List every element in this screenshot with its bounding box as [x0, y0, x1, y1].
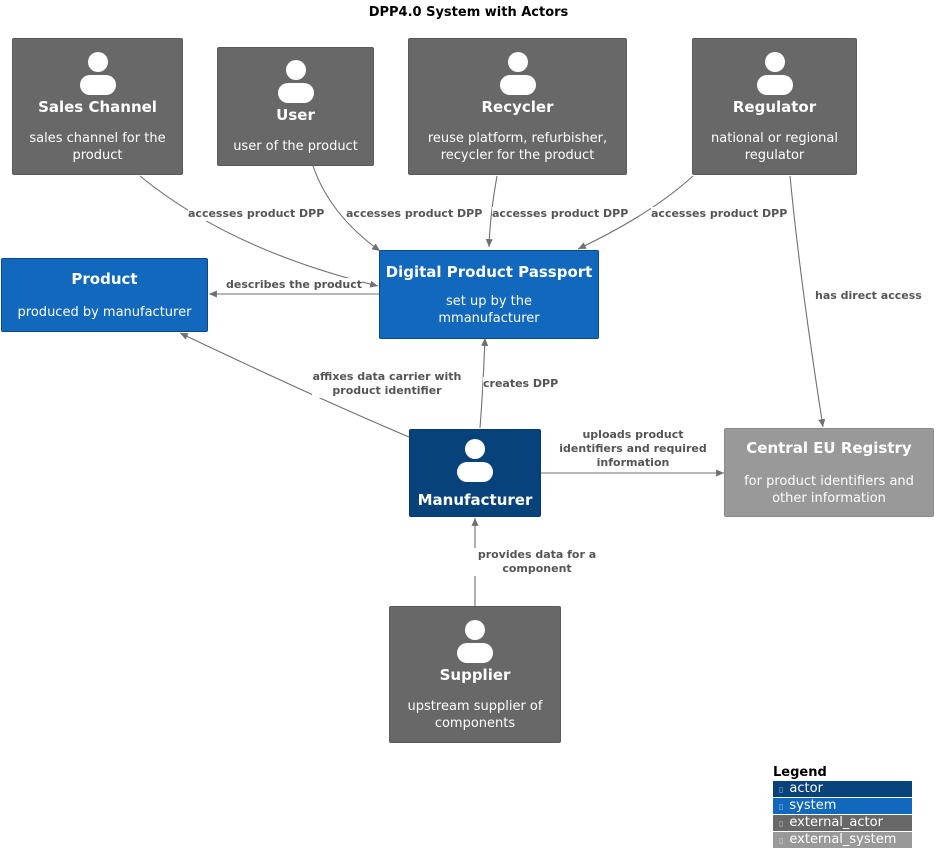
- legend-swatch-icon: ▯: [779, 802, 784, 811]
- legend-swatch-icon: ▯: [779, 785, 784, 794]
- node-regulator[interactable]: Regulator national or regional regulator: [692, 38, 857, 175]
- legend-item-actor: ▯ actor: [773, 781, 912, 797]
- node-description: produced by manufacturer: [17, 304, 192, 320]
- person-icon: [457, 439, 493, 482]
- node-description: for product identifiers and other inform…: [744, 473, 914, 506]
- node-description: upstream supplier of components: [407, 698, 543, 731]
- node-name: Digital Product Passport: [385, 262, 593, 281]
- node-description: user of the product: [233, 139, 358, 154]
- edge-recycler-dpp: [485, 175, 498, 248]
- legend-label: actor: [789, 781, 823, 796]
- node-user[interactable]: User user of the product: [217, 47, 374, 166]
- person-icon: [457, 619, 493, 663]
- edge-manufacturer-dpp: [479, 337, 489, 429]
- edge-sales-dpp: [139, 175, 379, 288]
- edge-label-manufacturer-dpp: creates DPP: [483, 377, 559, 391]
- node-recycler[interactable]: Recycler reuse platform, refurbisher, re…: [408, 38, 627, 175]
- edge-label-sales-dpp: accesses product DPP: [188, 207, 325, 221]
- person-icon: [277, 60, 314, 103]
- person-icon: [499, 51, 536, 95]
- node-name: Product: [71, 269, 138, 288]
- node-description: national or regional regulator: [711, 130, 838, 163]
- legend-item-external-actor: ▯ external_actor: [773, 815, 912, 831]
- node-product[interactable]: Product produced by manufacturer: [1, 258, 208, 332]
- edge-manufacturer-product: [179, 332, 410, 438]
- node-name: Sales Channel: [38, 97, 157, 116]
- node-description: sales channel for the product: [29, 130, 166, 163]
- person-icon: [79, 51, 116, 95]
- legend-label: system: [789, 798, 837, 813]
- legend-label: external_system: [789, 832, 897, 847]
- edge-label-manufacturer-product: affixes data carrier with product identi…: [312, 370, 462, 398]
- node-name: Central EU Registry: [746, 438, 912, 457]
- legend-item-system: ▯ system: [773, 798, 912, 814]
- node-name: Regulator: [732, 97, 817, 116]
- node-description: set up by the mmanufacturer: [438, 293, 540, 326]
- edge-label-supplier-manufacturer: provides data for a component: [473, 548, 601, 576]
- node-name: Recycler: [481, 97, 554, 116]
- node-digital-product-passport[interactable]: Digital Product Passport set up by the m…: [379, 250, 599, 339]
- edge-label-regulator-registry: has direct access: [815, 289, 922, 303]
- legend-label: external_actor: [789, 815, 883, 830]
- edge-regulator-dpp: [577, 175, 694, 250]
- node-sales-channel[interactable]: Sales Channel sales channel for the prod…: [12, 38, 183, 175]
- legend: Legend ▯ actor ▯ system ▯ external_actor ▯ e…: [773, 765, 912, 849]
- edge-label-user-dpp: accesses product DPP: [346, 207, 483, 221]
- legend-item-external-system: ▯ external_system: [773, 832, 912, 848]
- legend-title: Legend: [773, 765, 827, 780]
- legend-swatch-icon: ▯: [779, 836, 784, 845]
- edge-regulator-registry: [789, 175, 826, 428]
- node-manufacturer[interactable]: Manufacturer: [409, 429, 541, 517]
- edge-label-manufacturer-registry: uploads product identifiers and required…: [557, 428, 709, 470]
- node-name: Supplier: [439, 665, 511, 684]
- node-supplier[interactable]: Supplier upstream supplier of components: [389, 606, 561, 743]
- node-name: Manufacturer: [417, 491, 533, 509]
- legend-swatch-icon: ▯: [779, 819, 784, 828]
- diagram-title: DPP4.0 System with Actors: [368, 5, 569, 20]
- edge-label-regulator-dpp: accesses product DPP: [651, 207, 788, 221]
- person-icon: [756, 51, 793, 95]
- node-name: User: [276, 106, 315, 124]
- node-description: reuse platform, refurbisher, recycler fo…: [427, 130, 608, 163]
- node-central-eu-registry[interactable]: Central EU Registry for product identifi…: [724, 428, 934, 517]
- edge-label-recycler-dpp: accesses product DPP: [492, 207, 629, 221]
- edge-label-dpp-product: describes the product: [226, 278, 363, 292]
- edge-user-dpp: [312, 165, 381, 252]
